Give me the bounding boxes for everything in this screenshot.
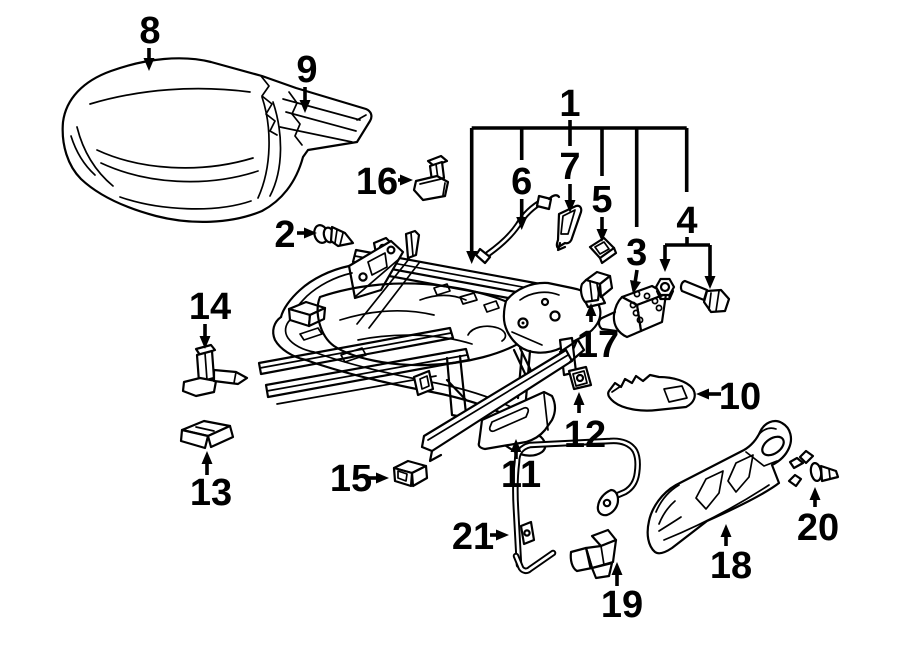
frame-recliner-bracket [502, 281, 607, 354]
callout-14-label[interactable]: 14 [189, 286, 231, 328]
callout-8[interactable]: 8 [139, 10, 161, 71]
callout-3[interactable]: 3 [626, 232, 647, 294]
callout-12-label[interactable]: 12 [564, 414, 606, 456]
frame-slide-rails [257, 326, 471, 405]
callout-1[interactable]: 1 [466, 83, 689, 264]
callout-1-arrowhead [466, 251, 478, 264]
frame-left-brace-plate [347, 239, 405, 300]
part-16-clip [412, 154, 450, 202]
callout-5-label[interactable]: 5 [591, 179, 612, 221]
part-3-switch-block [597, 284, 668, 339]
part-7-latch-plate [555, 204, 583, 252]
callout-9-label[interactable]: 9 [296, 49, 317, 91]
callout-21[interactable]: 21 [452, 516, 509, 558]
part-20-push-clip [787, 449, 840, 488]
callout-9[interactable]: 9 [296, 49, 318, 113]
callout-7[interactable]: 7 [559, 146, 581, 213]
part-17-clip-bracket [579, 270, 614, 304]
part-6-cable [474, 194, 561, 265]
callout-5[interactable]: 5 [591, 179, 613, 242]
callout-11-label[interactable]: 11 [501, 454, 541, 496]
part-4-bolt [679, 279, 731, 314]
callout-2-label[interactable]: 2 [274, 214, 295, 256]
callout-11[interactable]: 11 [501, 439, 541, 496]
callout-10-label[interactable]: 10 [719, 376, 761, 418]
callout-18[interactable]: 18 [710, 524, 752, 587]
part-1-seat-frame-track-assembly [257, 229, 607, 463]
part-14-track-cover-rear [181, 343, 249, 398]
callout-20[interactable]: 20 [797, 487, 839, 549]
callout-13-label[interactable]: 13 [190, 472, 232, 514]
part-13-track-cover-front [179, 419, 235, 450]
callout-6-label[interactable]: 6 [511, 161, 532, 203]
callout-20-label[interactable]: 20 [797, 507, 839, 549]
callout-4-bracket [663, 237, 712, 278]
callout-4-label[interactable]: 4 [676, 200, 697, 242]
callout-7-label[interactable]: 7 [559, 146, 580, 188]
part-9-cushion-rear-trim [279, 98, 367, 143]
callout-6[interactable]: 6 [511, 161, 532, 230]
part-15-clip [392, 459, 429, 488]
callout-14[interactable]: 14 [189, 286, 231, 349]
callout-17[interactable]: 17 [577, 303, 619, 366]
part-8-seat-cushion [61, 57, 373, 223]
callout-13[interactable]: 13 [190, 451, 232, 514]
part-4-nut [654, 277, 676, 301]
callout-15[interactable]: 15 [330, 458, 389, 500]
callout-19[interactable]: 19 [601, 562, 643, 626]
callout-16-label[interactable]: 16 [356, 161, 398, 203]
part-19-bracket [569, 528, 618, 580]
callout-3-label[interactable]: 3 [626, 232, 647, 274]
part-10-bracket-plate [607, 373, 696, 412]
callout-17-label[interactable]: 17 [577, 324, 619, 366]
part-18-side-shield [646, 419, 793, 555]
callout-1-label[interactable]: 1 [559, 83, 580, 125]
callout-16[interactable]: 16 [356, 161, 413, 203]
callout-21-label[interactable]: 21 [452, 516, 494, 558]
part-12-grommet [567, 365, 593, 391]
part-5-clip [588, 236, 618, 265]
callout-4[interactable]: 4 [659, 200, 716, 289]
part-11-track-trim [477, 390, 557, 451]
callout-18-label[interactable]: 18 [710, 545, 752, 587]
part-21-wire-frame [512, 437, 641, 575]
callout-10[interactable]: 10 [696, 376, 761, 418]
callout-12[interactable]: 12 [564, 392, 606, 456]
callout-15-label[interactable]: 15 [330, 458, 372, 500]
callout-1-bracket [469, 120, 689, 253]
callout-8-label[interactable]: 8 [139, 10, 160, 52]
callout-2[interactable]: 2 [274, 214, 317, 256]
callout-19-label[interactable]: 19 [601, 584, 643, 626]
part-2-pin-screw [313, 224, 355, 248]
frame-sill-rail [420, 338, 586, 463]
